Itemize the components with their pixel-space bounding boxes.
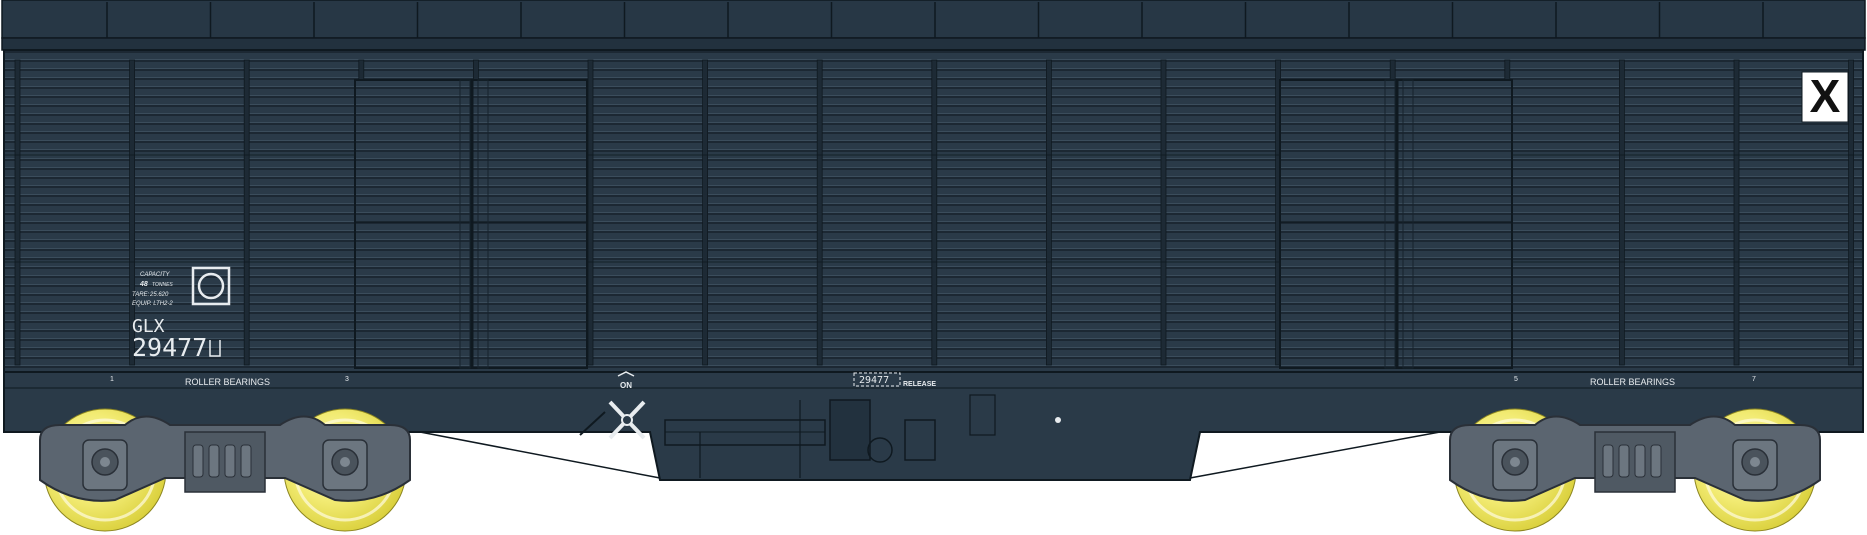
end-marker-x: X — [1810, 70, 1841, 122]
inspection-circle-icon — [197, 272, 225, 300]
bearing-hub — [1750, 457, 1760, 467]
side-post — [129, 59, 136, 366]
bearing-hub — [100, 457, 110, 467]
inspection-square — [191, 266, 231, 306]
reporting-marks: GLX 29477 — [132, 316, 221, 362]
bearing-hub — [340, 457, 350, 467]
side-post — [587, 59, 594, 366]
tare-label: TARE: — [132, 292, 150, 298]
axle-3-label: 3 — [345, 376, 349, 383]
release-label: RELEASE — [903, 381, 936, 388]
side-post — [243, 59, 250, 366]
truck — [39, 408, 411, 532]
roller-bearings-left: ROLLER BEARINGS — [185, 377, 270, 387]
side-post — [1848, 59, 1854, 366]
axle-1-label: 1 — [110, 376, 114, 383]
reporting-mark: GLX — [132, 316, 165, 337]
capacity-stencil: CAPACITY 48 TONNES TARE: 25.620 EQUIP. L… — [132, 266, 231, 307]
side-post — [702, 59, 708, 366]
tare-value: 25.620 — [149, 292, 169, 298]
side-post — [1619, 59, 1625, 366]
side-post — [1160, 59, 1167, 366]
sill-markings: 1 ROLLER BEARINGS 3 5 ROLLER BEARINGS 7 … — [110, 372, 1756, 388]
brake-on-label: ON — [620, 381, 632, 390]
spring — [192, 444, 204, 478]
spring — [224, 444, 236, 478]
spring — [1618, 444, 1630, 478]
side-post — [816, 59, 823, 366]
side-post — [14, 59, 21, 366]
car-number: 29477 — [132, 333, 207, 362]
brake-wheel-icon — [579, 400, 646, 440]
spring — [1650, 444, 1662, 478]
axle-7-label: 7 — [1752, 376, 1756, 383]
right-door — [1279, 79, 1513, 369]
equip-label: EQUIP. LTH.: — [132, 301, 168, 307]
capacity-label: CAPACITY — [140, 272, 171, 278]
axle-5-label: 5 — [1514, 376, 1518, 383]
side-post — [1733, 59, 1740, 366]
roof — [1, 0, 1866, 51]
side-post — [1046, 59, 1052, 366]
capacity-unit: TONNES — [152, 282, 173, 288]
underframe — [3, 371, 1864, 481]
roller-bearings-right: ROLLER BEARINGS — [1590, 377, 1675, 387]
end-marker: X — [1801, 70, 1849, 123]
spring — [240, 444, 252, 478]
truck — [1449, 408, 1821, 532]
side-post — [931, 59, 938, 366]
spring — [208, 444, 220, 478]
release-number: 29477 — [859, 375, 889, 386]
spring — [1602, 444, 1614, 478]
left-door — [354, 79, 588, 369]
spring — [1634, 444, 1646, 478]
bearing-hub — [1510, 457, 1520, 467]
equip-value: 2-2 — [163, 301, 173, 307]
brake-on-indicator: ON — [617, 371, 635, 390]
capacity-value: 48 — [139, 281, 148, 288]
car-side — [3, 49, 1864, 373]
